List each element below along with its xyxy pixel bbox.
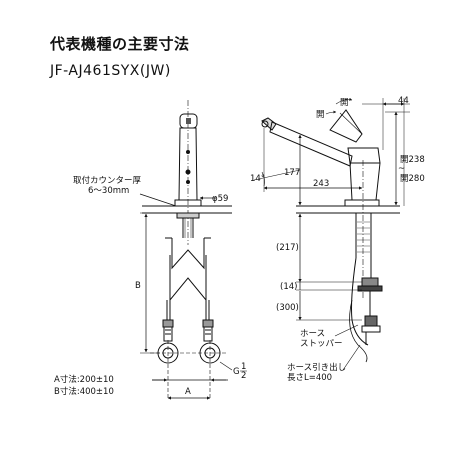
thread-g: G: [233, 367, 240, 377]
dim-14deg: 14°: [250, 174, 265, 184]
phi-dimension: φ59: [212, 194, 228, 204]
open-label-mid: 開: [316, 110, 325, 120]
dim-217: (217): [276, 243, 299, 253]
counter-thickness-label: 取付カウンター厚: [73, 175, 142, 186]
dim-243: 243: [313, 179, 329, 189]
dim-280: 開280: [400, 174, 425, 184]
thread-den: 2: [241, 371, 246, 381]
dim-14: (14): [280, 282, 297, 292]
hose-pull-line2: 長さL=400: [287, 373, 332, 383]
hose-stopper-line2: ストッパー: [300, 339, 343, 349]
hose-pull-line1: ホース引き出し: [287, 362, 346, 373]
side-view: [253, 97, 410, 371]
page-title: 代表機種の主要寸法: [50, 35, 190, 53]
open-label-top: 開: [340, 98, 349, 108]
front-view: [139, 100, 233, 400]
dim-238: 開238: [400, 155, 425, 165]
a-spec: A寸法:200±10: [54, 374, 114, 385]
thread-num: 1: [241, 362, 246, 372]
hose-stopper-line1: ホース: [300, 329, 325, 339]
dim-a-label: A: [185, 387, 191, 397]
dim-44: 44: [398, 96, 409, 106]
dim-b-label: B: [135, 281, 141, 291]
dim-300: (300): [276, 303, 299, 313]
counter-thickness-range: 6～30mm: [88, 186, 129, 196]
model-number: JF-AJ461SYX(JW): [50, 63, 171, 79]
dim-177: 177: [284, 168, 300, 178]
b-spec: B寸法:400±10: [54, 386, 114, 397]
tilde-mark: ~: [398, 164, 405, 174]
